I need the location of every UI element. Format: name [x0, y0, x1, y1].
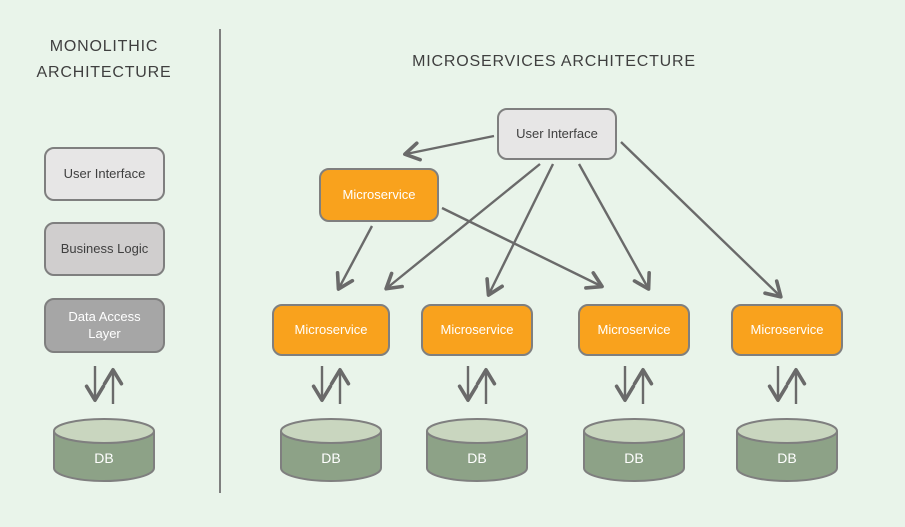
- db-label: DB: [467, 450, 486, 466]
- db-cylinder-top: [426, 418, 528, 444]
- db-readwrite-arrows: [84, 366, 807, 404]
- microservices-title: MICROSERVICES ARCHITECTURE: [412, 53, 696, 70]
- monolithic-db-cylinder: DB: [53, 418, 155, 482]
- microservice-4-db-arrows: [767, 366, 807, 404]
- monolithic-layer-business-logic: Business Logic: [44, 222, 165, 276]
- arrow-ui-to-gateway: [403, 134, 495, 162]
- arrow-gateway-to-microservice-3: [441, 206, 604, 290]
- microservice-2-db-arrows: [457, 366, 497, 404]
- db-cylinder-body: [426, 431, 528, 482]
- microservice-4: Microservice: [731, 304, 843, 356]
- db-cylinder-top: [736, 418, 838, 444]
- microservices-user-interface: User Interface: [497, 108, 617, 160]
- monolithic-title: MONOLITHIC ARCHITECTURE: [37, 34, 172, 86]
- monolithic-title-line2: ARCHITECTURE: [36, 64, 172, 81]
- db-label: DB: [624, 450, 643, 466]
- microservice-1-db-arrows: [311, 366, 351, 404]
- arrow-ui-to-microservice-3: [577, 163, 651, 291]
- microservice-gateway: Microservice: [319, 168, 439, 222]
- microservice-3-db-cylinder: DB: [583, 418, 685, 482]
- db-cylinder-body: [736, 431, 838, 482]
- panel-divider-line: [219, 29, 221, 493]
- db-cylinder-top: [53, 418, 155, 444]
- microservice-4-db-cylinder: DB: [736, 418, 838, 482]
- microservice-2-db-cylinder: DB: [426, 418, 528, 482]
- db-cylinder-top: [583, 418, 685, 444]
- monolithic-layer-data-access: Data Access Layer: [44, 298, 165, 353]
- db-cylinder-body: [53, 431, 155, 482]
- monolithic-layer-user-interface: User Interface: [44, 147, 165, 201]
- microservice-2: Microservice: [421, 304, 533, 356]
- microservice-3-db-arrows: [614, 366, 654, 404]
- arrow-ui-to-microservice-2: [485, 163, 555, 297]
- microservice-3: Microservice: [578, 304, 690, 356]
- db-label: DB: [321, 450, 340, 466]
- db-cylinder-top: [280, 418, 382, 444]
- db-label: DB: [94, 450, 113, 466]
- db-cylinder-body: [280, 431, 382, 482]
- arrow-gateway-to-microservice-1: [335, 225, 374, 291]
- monolithic-title-line1: MONOLITHIC: [49, 38, 159, 55]
- db-label: DB: [777, 450, 796, 466]
- microservice-1: Microservice: [272, 304, 390, 356]
- arrow-ui-to-microservice-4: [620, 141, 783, 299]
- microservice-1-db-cylinder: DB: [280, 418, 382, 482]
- db-cylinder-body: [583, 431, 685, 482]
- monolithic-db-arrows: [84, 366, 124, 404]
